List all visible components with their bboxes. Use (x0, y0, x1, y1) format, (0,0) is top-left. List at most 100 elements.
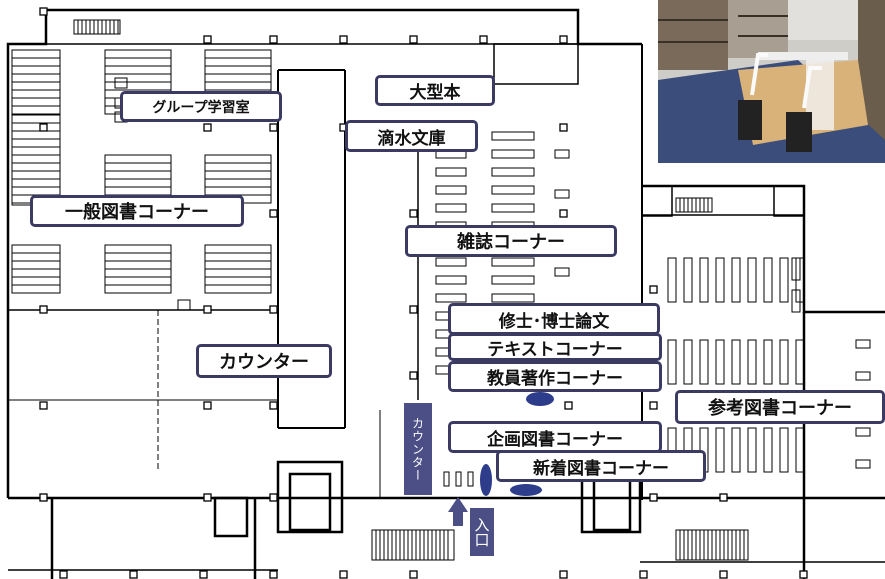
shelf (491, 293, 535, 303)
pillar (409, 305, 418, 314)
shelf (779, 427, 789, 473)
marker-faculty (526, 392, 554, 406)
pillar (409, 570, 418, 579)
label-magazines[interactable]: 雑誌コーナー (405, 225, 617, 257)
pillar (203, 123, 212, 132)
shelf (779, 339, 789, 385)
pillar (39, 305, 48, 314)
pillar (639, 570, 648, 579)
shelf (699, 257, 709, 303)
label-faculty[interactable]: 教員著作コーナー (448, 361, 662, 392)
pillar (39, 123, 48, 132)
pillar (339, 570, 348, 579)
pillar (409, 35, 418, 44)
shelf (683, 339, 693, 385)
shelf (667, 339, 677, 385)
shelf (435, 275, 467, 285)
pillar (559, 35, 568, 44)
shelf (491, 203, 535, 213)
label-group-study[interactable]: グループ学習室 (120, 91, 282, 122)
shelf (791, 289, 801, 313)
pillar (39, 7, 48, 16)
pillar (203, 305, 212, 314)
pillar (649, 493, 658, 502)
pillar (269, 305, 278, 314)
pillar (559, 123, 568, 132)
shelf (491, 167, 535, 177)
shelf (491, 131, 535, 141)
pillar (269, 123, 278, 132)
label-oversize[interactable]: 大型本 (375, 75, 495, 106)
pillar (199, 570, 208, 579)
shelf (554, 189, 570, 199)
pillar (203, 401, 212, 410)
shelf (554, 149, 570, 159)
pillar (269, 401, 278, 410)
label-textbooks[interactable]: テキストコーナー (448, 333, 662, 361)
pillar (479, 35, 488, 44)
label-general[interactable]: 一般図書コーナー (30, 195, 244, 227)
marker-new-books (510, 484, 542, 496)
shelf (795, 339, 805, 385)
pillar (409, 209, 418, 218)
pillar (339, 35, 348, 44)
pillar (409, 371, 418, 380)
pillar (39, 401, 48, 410)
pillar (649, 401, 658, 410)
pillar (203, 35, 212, 44)
shelf (747, 339, 757, 385)
library-photo (658, 0, 885, 163)
pillar (269, 35, 278, 44)
shelf (855, 339, 871, 349)
shelf (791, 257, 801, 281)
shelf (491, 257, 535, 267)
shelf (491, 275, 535, 285)
shelf (731, 257, 741, 303)
label-new-books[interactable]: 新着図書コーナー (496, 450, 706, 482)
shelf (763, 427, 773, 473)
shelf (491, 185, 535, 195)
shelf (731, 339, 741, 385)
shelf (435, 203, 467, 213)
entrance-arrow-icon (448, 497, 468, 526)
desk (177, 299, 191, 311)
pillar (39, 493, 48, 502)
shelf (491, 149, 535, 159)
pillar (719, 493, 728, 502)
marker-gate (480, 464, 492, 496)
counter-desk: カウンター (404, 403, 432, 495)
pillar (269, 493, 278, 502)
label-counter[interactable]: カウンター (196, 344, 332, 378)
label-reference[interactable]: 参考図書コーナー (675, 390, 885, 424)
shelf (683, 257, 693, 303)
pillar (559, 209, 568, 218)
shelf (779, 257, 789, 303)
shelf (855, 459, 871, 469)
shelf (763, 339, 773, 385)
pillar (559, 570, 568, 579)
shelf (715, 339, 725, 385)
shelf (435, 293, 467, 303)
shelf (667, 257, 677, 303)
pillar (269, 570, 278, 579)
shelf (699, 339, 709, 385)
shelf (855, 427, 871, 437)
label-tekisui[interactable]: 滴水文庫 (345, 120, 478, 152)
shelf (554, 267, 570, 277)
shelf-block (11, 114, 61, 206)
pillar (564, 401, 573, 410)
shelf (763, 257, 773, 303)
pillar (129, 570, 138, 579)
shelf (795, 427, 805, 473)
shelf (855, 371, 871, 381)
shelf (435, 185, 467, 195)
label-exhibit[interactable]: 企画図書コーナー (448, 421, 662, 453)
shelf (435, 257, 467, 267)
shelf (435, 167, 467, 177)
pillar (203, 493, 212, 502)
label-theses[interactable]: 修士･博士論文 (448, 303, 660, 335)
entrance-sign[interactable]: 入口 (470, 508, 494, 556)
pillar (649, 285, 658, 294)
shelf (747, 427, 757, 473)
shelf (715, 257, 725, 303)
